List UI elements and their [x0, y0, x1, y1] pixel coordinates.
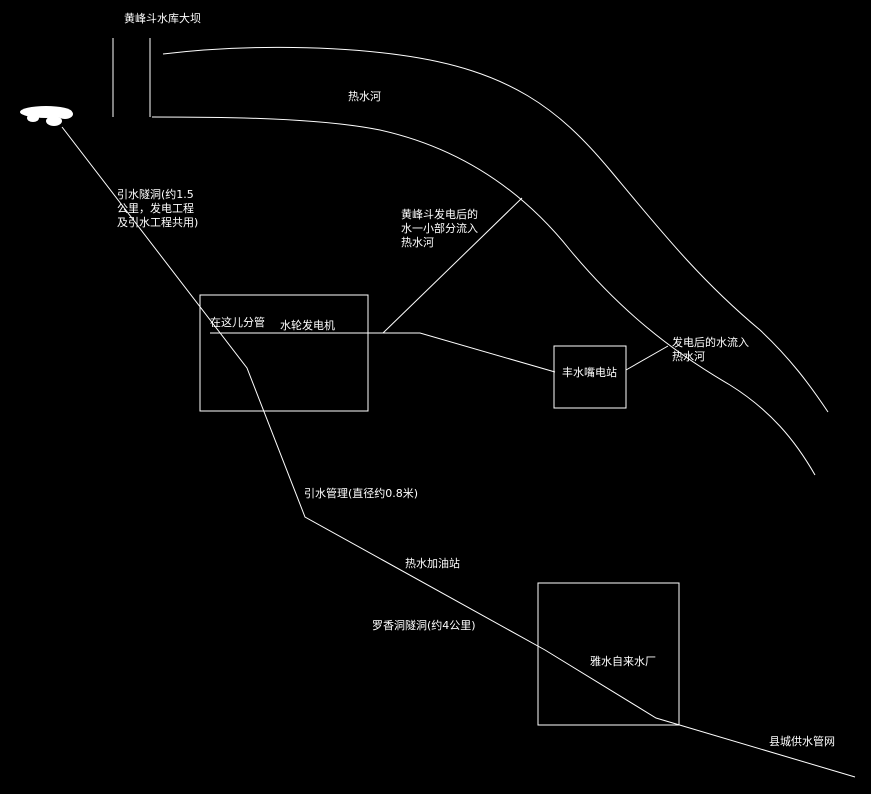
label-tunnel-1: 引水隧洞(约1.5	[117, 187, 194, 201]
label-station-out-1: 发电后的水流入	[672, 335, 749, 349]
label-gas-station: 热水加油站	[405, 556, 460, 570]
label-dam: 黄峰斗水库大坝	[124, 11, 201, 25]
label-after-gen-1: 黄峰斗发电后的	[401, 207, 478, 221]
branch-pipeline	[210, 332, 556, 373]
label-tunnel-3: 及引水工程共用)	[117, 215, 198, 229]
label-luoxiang-tunnel: 罗香洞隧洞(约4公里)	[372, 618, 476, 632]
label-pipe: 引水管理(直径约0.8米)	[304, 486, 418, 500]
label-river: 热水河	[348, 90, 381, 103]
label-station: 丰水嘴电站	[562, 365, 617, 379]
turbine-to-river-line	[382, 197, 523, 334]
waterworks-box	[537, 582, 680, 726]
label-county-network: 县城供水管网	[769, 734, 835, 748]
label-waterworks: 雅水自来水厂	[590, 654, 656, 668]
source-blob-icon	[20, 106, 73, 126]
main-pipeline	[61, 126, 856, 778]
river-bank-lower	[151, 116, 816, 476]
station-to-river-line	[625, 345, 669, 371]
label-after-gen-2: 水一小部分流入	[401, 221, 478, 235]
river-bank-upper	[162, 46, 829, 413]
station-box	[553, 345, 627, 409]
label-after-gen-3: 热水河	[401, 236, 434, 249]
turbine-house-box	[199, 294, 369, 412]
label-station-out-2: 热水河	[672, 350, 705, 363]
label-split-here: 在这儿分管	[210, 315, 265, 329]
label-turbine: 水轮发电机	[280, 318, 335, 332]
label-tunnel-2: 公里，发电工程	[117, 201, 194, 215]
